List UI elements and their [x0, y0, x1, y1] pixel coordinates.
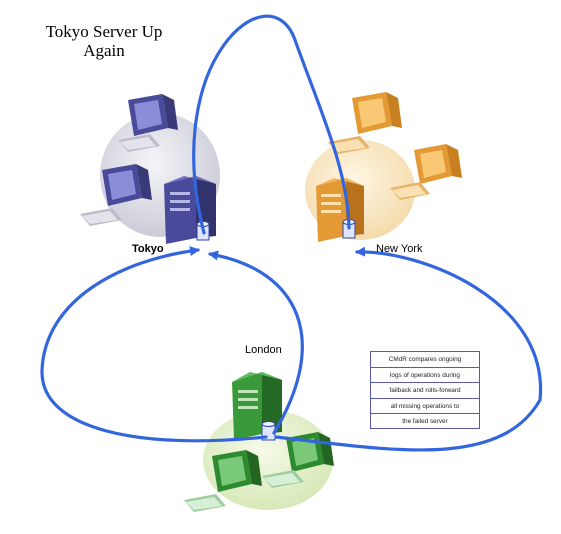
title-line-1: Tokyo Server Up [45, 22, 163, 41]
london-workstation-left-icon [184, 450, 262, 512]
note-line: all missing operations to [371, 399, 479, 415]
newyork-server-icon [316, 178, 364, 242]
note-line: logs of operations during [371, 368, 479, 384]
note-line: CMdR compares ongoing [371, 352, 479, 368]
failback-note-box: CMdR compares ongoing logs of operations… [370, 351, 480, 429]
london-tokyo-left-arrow [40, 246, 268, 443]
newyork-workstation-right-icon [390, 144, 462, 200]
london-tokyo-center-arrow [208, 250, 304, 435]
london-label: London [245, 344, 282, 356]
newyork-label: New York [376, 243, 423, 255]
newyork-workstation-top-icon [328, 92, 402, 154]
diagram-title: Tokyo Server Up Again [18, 22, 190, 60]
london-workstation-right-icon [262, 432, 334, 488]
tokyo-workstation-left-icon [80, 164, 152, 226]
note-line: failback and rolls-forward [371, 383, 479, 399]
tokyo-label: Tokyo [132, 243, 164, 255]
london-server-icon [232, 372, 282, 440]
tokyo-newyork-arrow [192, 14, 351, 235]
note-line: the failed server [402, 418, 448, 426]
title-line-2: Again [83, 41, 125, 60]
tokyo-workstation-top-icon [118, 94, 178, 152]
london-newyork-arrow [274, 246, 543, 452]
